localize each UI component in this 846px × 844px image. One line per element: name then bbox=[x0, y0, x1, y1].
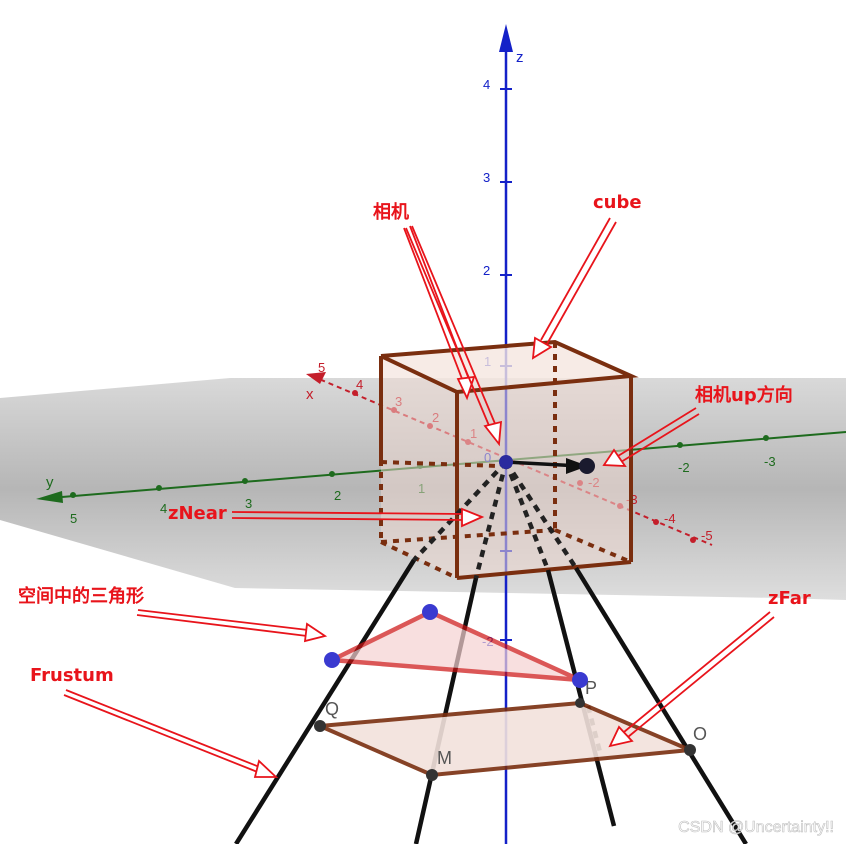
cube-top-face bbox=[381, 342, 631, 392]
space-triangle bbox=[323, 609, 581, 683]
z-tick-3: 3 bbox=[483, 170, 490, 185]
arrow-triangle bbox=[136, 609, 328, 643]
far-plane-vertices bbox=[314, 698, 696, 781]
arrow-camera-b bbox=[405, 225, 503, 447]
x-tick-neg5: -5 bbox=[701, 528, 713, 543]
point-label-p: P bbox=[585, 678, 597, 698]
annotation-znear: zNear bbox=[168, 503, 227, 524]
far-plane bbox=[319, 700, 691, 778]
cube-front-face bbox=[457, 376, 631, 578]
frustum-edges bbox=[234, 558, 748, 844]
point-label-q: Q bbox=[325, 699, 339, 719]
point-label-o: O bbox=[693, 724, 707, 744]
z-axis-arrow bbox=[499, 24, 513, 52]
x-axis-arrow bbox=[306, 372, 326, 384]
z-tick-4: 4 bbox=[483, 77, 490, 92]
cube-left-face bbox=[381, 356, 457, 578]
x-tick-4: 4 bbox=[356, 377, 363, 392]
y-tick-3: 3 bbox=[245, 496, 252, 511]
y-tick-neg2: -2 bbox=[678, 460, 690, 475]
annotation-camera: 相机 bbox=[373, 202, 409, 223]
x-tick-5: 5 bbox=[318, 360, 325, 375]
z-axis-label: z bbox=[516, 49, 524, 66]
point-label-m: M bbox=[437, 748, 452, 768]
x-axis-label: x bbox=[306, 386, 314, 403]
x-tick-neg4: -4 bbox=[664, 511, 676, 526]
y-tick-5: 5 bbox=[70, 511, 77, 526]
camera-up-arrowhead bbox=[566, 458, 588, 474]
triangle-vertices bbox=[324, 604, 588, 688]
annotation-zfar: zFar bbox=[768, 588, 811, 609]
y-tick-2: 2 bbox=[334, 488, 341, 503]
z-tick-2: 2 bbox=[483, 263, 490, 278]
arrow-frustum bbox=[63, 689, 279, 778]
y-tick-4: 4 bbox=[160, 501, 167, 516]
y-axis-ticks bbox=[70, 435, 769, 498]
camera-point bbox=[499, 455, 513, 469]
y-axis-label: y bbox=[46, 474, 54, 491]
annotation-triangle: 空间中的三角形 bbox=[18, 585, 144, 607]
arrow-camera-up bbox=[602, 407, 700, 467]
arrow-zfar bbox=[608, 611, 775, 748]
arrow-znear bbox=[231, 507, 485, 528]
camera-up-point bbox=[579, 458, 595, 474]
annotation-cube: cube bbox=[593, 192, 642, 213]
watermark: CSDN @Uncertainty!! bbox=[678, 819, 834, 836]
arrow-cube bbox=[531, 217, 617, 360]
annotation-camera-up: 相机up方向 bbox=[695, 384, 793, 406]
annotation-arrows bbox=[63, 217, 775, 778]
y-axis-arrow bbox=[36, 491, 63, 503]
y-tick-neg3: -3 bbox=[764, 454, 776, 469]
annotation-frustum: Frustum bbox=[30, 665, 114, 686]
